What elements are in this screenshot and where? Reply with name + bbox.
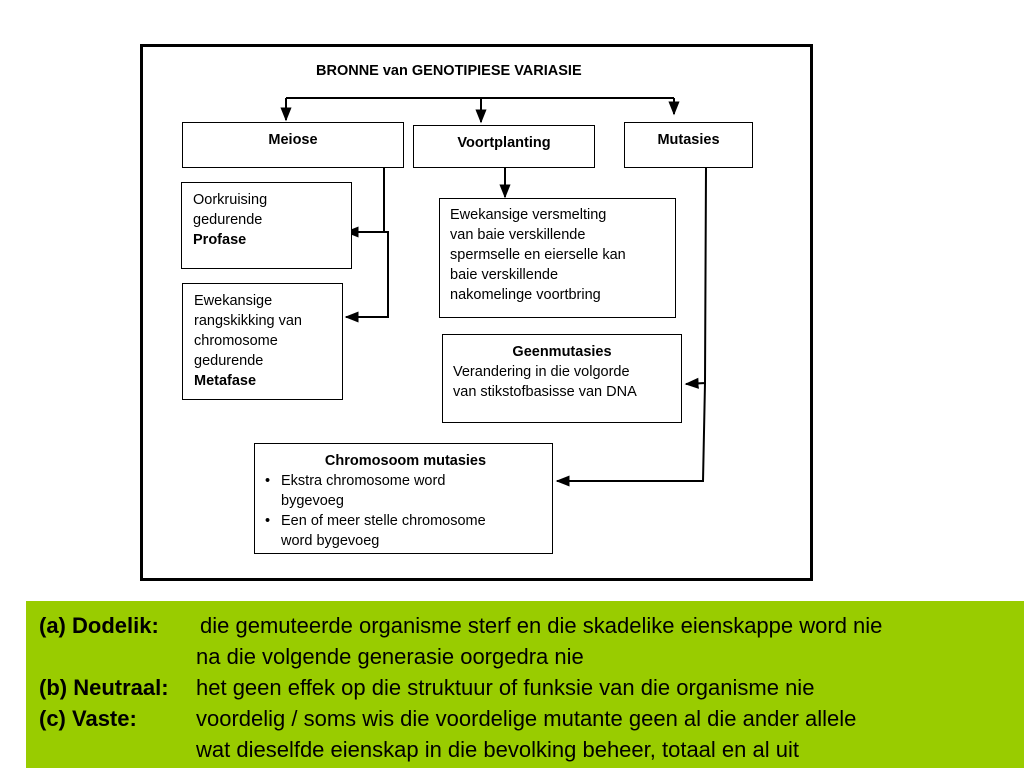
legend-row-c2: wat dieselfde eienskap in die bevolking … (26, 734, 1024, 765)
legend-text: het geen effek op die struktuur of funks… (196, 675, 815, 700)
versmelting-line: baie verskillende (450, 267, 559, 283)
diagram-title: BRONNE van GENOTIPIESE VARIASIE (316, 63, 582, 79)
arrow-meiose-to-metafase (344, 231, 389, 323)
oorkruising-line: gedurende (193, 212, 263, 228)
legend-text: voordelig / soms wis die voordelige muta… (196, 706, 857, 731)
oorkruising-box: Oorkruising gedurende Profase (181, 182, 352, 269)
legend-text: wat dieselfde eienskap in die bevolking … (196, 737, 799, 762)
bullet-line: Een of meer stelle chromosome (281, 513, 486, 529)
bullet-line: bygevoeg (281, 493, 344, 509)
versmelting-line: spermselle en eierselle kan (450, 247, 626, 263)
legend-term-dodelik: (a) Dodelik: (39, 613, 159, 638)
rangskikking-box: Ewekansige rangskikking van chromosome g… (182, 283, 343, 400)
geenmutasies-box: Geenmutasies Verandering in die volgorde… (442, 334, 682, 423)
bullet-icon: • (265, 513, 271, 529)
legend-row-a2: na die volgende generasie oorgedra nie (26, 641, 1024, 672)
legend-panel: (a) Dodelik: die gemuteerde organisme st… (26, 601, 1024, 768)
legend-term-neutraal: (b) Neutraal: (39, 675, 169, 700)
bullet-line: word bygevoeg (281, 533, 380, 549)
mutasies-box: Mutasies (624, 122, 753, 168)
legend-text: na die volgende generasie oorgedra nie (196, 644, 584, 669)
arrow-mutasies-to-chromosoom (555, 382, 706, 487)
meiose-box: Meiose (182, 122, 404, 168)
legend-row-c: (c) Vaste: voordelig / soms wis die voor… (26, 703, 1024, 734)
voortplanting-box: Voortplanting (413, 125, 595, 168)
metafase-label: Metafase (194, 373, 257, 389)
chromosoom-bullet-1: • Ekstra chromosome word bygevoeg (259, 471, 552, 511)
chromosoom-title: Chromosoom mutasies (324, 453, 487, 469)
chromosoom-bullet-2: • Een of meer stelle chromosome word byg… (259, 511, 552, 551)
geenmutasies-line: van stikstofbasisse van DNA (453, 384, 637, 400)
geenmutasies-title: Geenmutasies (512, 344, 612, 360)
versmelting-box: Ewekansige versmelting van baie verskill… (439, 198, 676, 318)
rangskikking-line: chromosome (194, 333, 278, 349)
diagram-frame (140, 44, 813, 581)
oorkruising-line: Oorkruising (193, 192, 268, 208)
geenmutasies-line: Verandering in die volgorde (453, 364, 630, 380)
rangskikking-line: rangskikking van (194, 313, 302, 329)
bullet-icon: • (265, 473, 271, 489)
versmelting-line: van baie verskillende (450, 227, 586, 243)
legend-row-a: (a) Dodelik: die gemuteerde organisme st… (26, 610, 1024, 641)
legend-term-vaste: (c) Vaste: (39, 706, 137, 731)
rangskikking-line: Ewekansige (194, 293, 273, 309)
bullet-line: Ekstra chromosome word (281, 473, 446, 489)
arrow-mutasies-to-geenmutasies (684, 166, 707, 389)
versmelting-line: Ewekansige versmelting (450, 207, 607, 223)
chromosoom-box: Chromosoom mutasies • Ekstra chromosome … (254, 443, 553, 554)
legend-text: die gemuteerde organisme sterf en die sk… (200, 613, 883, 638)
profase-label: Profase (193, 232, 247, 248)
legend-row-b: (b) Neutraal: het geen effek op die stru… (26, 672, 1024, 703)
rangskikking-line: gedurende (194, 353, 264, 369)
versmelting-line: nakomelinge voortbring (450, 287, 601, 303)
connector-arrows (280, 97, 707, 487)
